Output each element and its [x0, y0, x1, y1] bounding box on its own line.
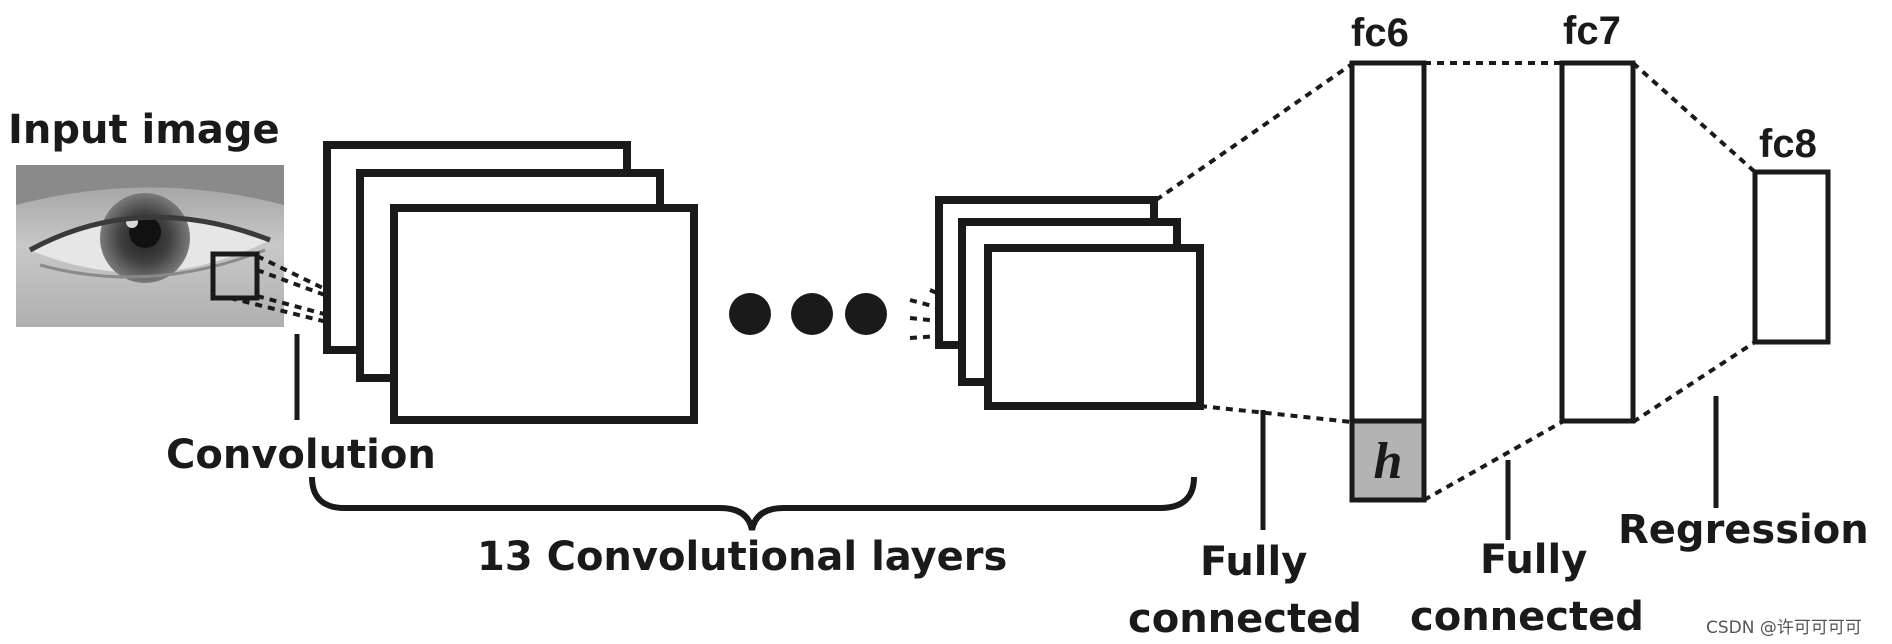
feature-map-stack-1 [323, 141, 698, 424]
fc6-to-fc7-lines [1423, 61, 1563, 502]
hash-layer-label: h [1374, 433, 1403, 490]
fully-connected-1-line1: Fully [1200, 539, 1307, 585]
feature-map-stack-2 [935, 196, 1204, 410]
conv-layers-brace [309, 476, 1197, 531]
fc6-label: fc6 [1351, 11, 1409, 55]
hash-layer-box [1349, 418, 1427, 503]
fc8-layer [1752, 169, 1831, 345]
eye-image [16, 165, 284, 327]
fc6-layer [1349, 60, 1427, 424]
watermark: CSDN @许可可可可 [1706, 618, 1862, 638]
fc7-layer [1559, 60, 1636, 424]
fully-connected-2-line2: connected [1410, 594, 1644, 640]
fully-connected-2-line1: Fully [1480, 537, 1587, 583]
fully-connected-1-line2: connected [1128, 596, 1362, 642]
input-image-label: Input image [8, 107, 280, 153]
regression-label: Regression [1618, 507, 1869, 553]
conv-to-fc6-lines [1154, 62, 1354, 424]
fc7-to-fc8-lines [1631, 61, 1757, 424]
fc7-label: fc7 [1563, 9, 1621, 53]
conv-layers-label: 13 Convolutional layers [477, 534, 1007, 580]
convolution-label: Convolution [166, 432, 436, 478]
ellipsis-dots [729, 293, 887, 335]
fc8-label: fc8 [1759, 122, 1817, 166]
